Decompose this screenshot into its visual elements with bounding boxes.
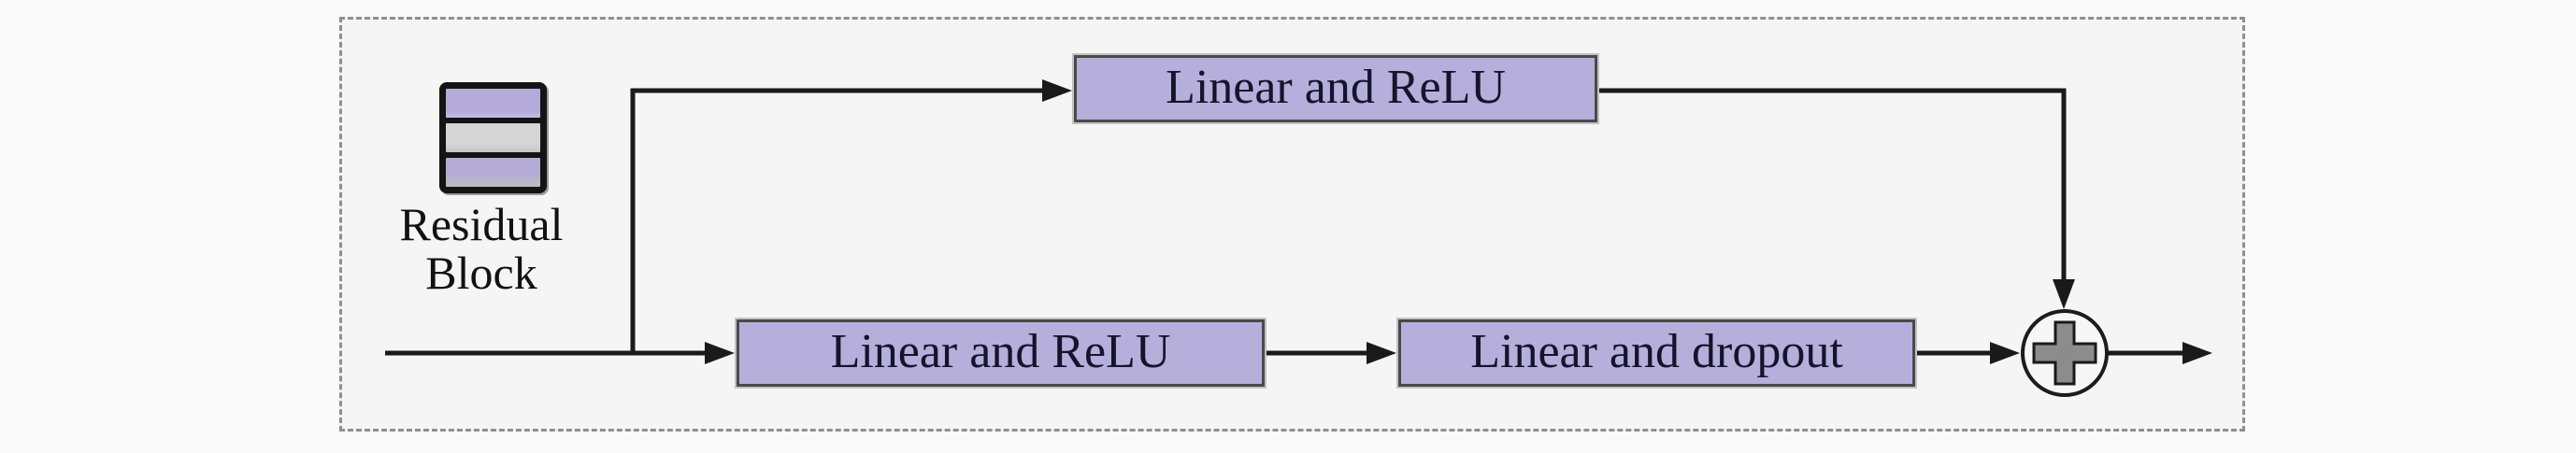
stacked-layers-icon	[439, 82, 547, 193]
node-linear-dropout: Linear and dropout	[1398, 319, 1915, 387]
residual-block-label: Residual Block	[399, 198, 564, 299]
node-linear-relu-main: Linear and ReLU	[737, 319, 1265, 387]
arrowhead-output	[2182, 342, 2212, 364]
edge-skip-branch-down	[1597, 88, 2067, 282]
arrowhead-into-sum-left	[1990, 342, 2020, 364]
node-linear-relu-skip: Linear and ReLU	[1074, 55, 1597, 122]
arrowhead-into-sum-top	[2053, 279, 2075, 309]
arrowhead-into-main-box1	[705, 342, 735, 364]
plus-icon	[2032, 320, 2097, 386]
arrowhead-into-skip-box	[1042, 79, 1072, 102]
icon-stripe-bottom	[446, 158, 540, 187]
edge-skip-branch-up	[630, 88, 1046, 353]
icon-stripe-middle	[446, 123, 540, 152]
arrowhead-into-main-box2	[1367, 342, 1396, 364]
icon-stripe-top	[446, 89, 540, 118]
